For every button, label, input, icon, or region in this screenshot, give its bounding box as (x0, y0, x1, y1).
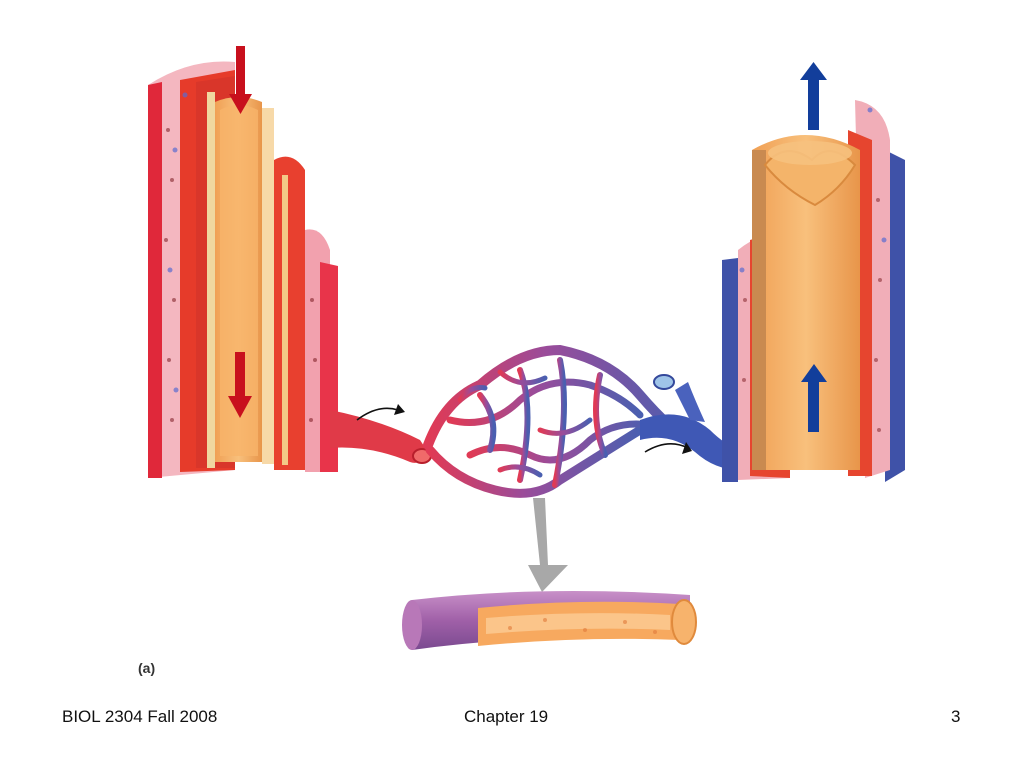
footer-course: BIOL 2304 Fall 2008 (62, 707, 218, 726)
footer-page-number: 3 (951, 707, 961, 726)
arteriole (330, 410, 432, 464)
callout-arrow (528, 498, 568, 592)
figure-panel-label: (a) (138, 660, 156, 676)
flow-arrow-right (644, 443, 689, 453)
footer-chapter: Chapter 19 (464, 707, 549, 726)
artery (148, 46, 338, 478)
venule (640, 374, 740, 470)
arrow-up-blue-bottom (801, 364, 827, 432)
capillary-cross-section (402, 591, 697, 650)
flow-arrow-left (356, 407, 399, 421)
capillary-bed (423, 344, 695, 498)
blood-vessel-diagram (148, 46, 905, 650)
arrow-down-red-top (229, 46, 252, 114)
arrow-down-red-bottom (228, 352, 252, 418)
vein (722, 62, 905, 482)
arrow-up-blue-top (800, 62, 827, 130)
